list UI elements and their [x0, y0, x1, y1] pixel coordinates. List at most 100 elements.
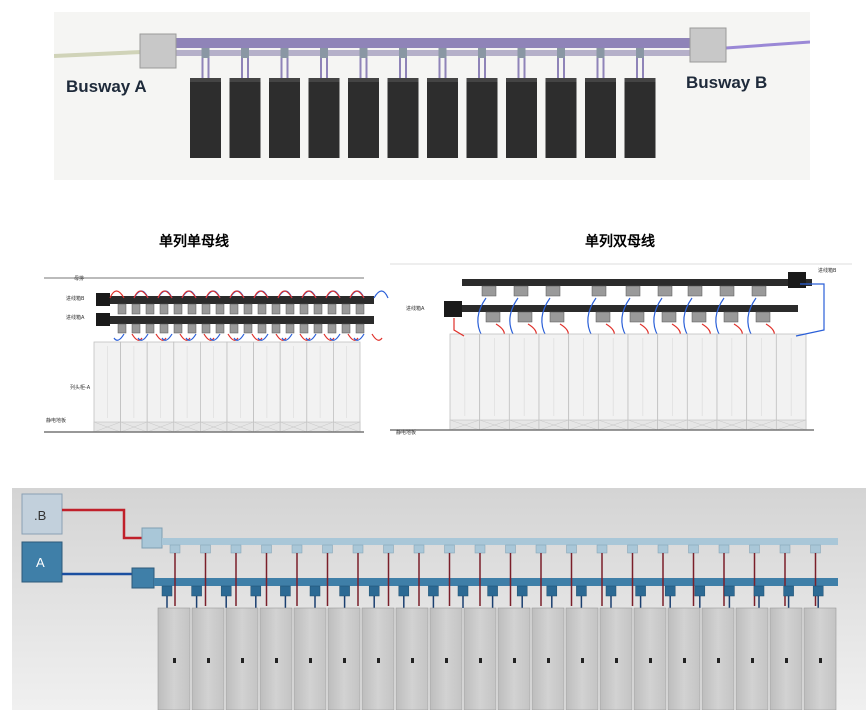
top-rack-cap [190, 78, 221, 82]
rack-floor-cross [93, 421, 121, 433]
top-tap-box [636, 48, 644, 58]
top-tap-box [596, 48, 605, 58]
right-blue-arrow [509, 297, 519, 337]
left-tap-unit [187, 323, 197, 334]
left-tap-unit [145, 323, 155, 334]
right-label-feed-a: 进线箱A [406, 305, 425, 312]
top-rack-cap [308, 78, 340, 82]
right-blue-arrow [587, 297, 597, 337]
bottom-tap-units [161, 544, 824, 608]
left-tap-unit [271, 303, 281, 315]
top-rack [506, 78, 537, 158]
top-rack [466, 78, 498, 158]
rack-indicator [445, 658, 448, 663]
busway-b-feed-box [689, 27, 727, 63]
right-blue-arrow [621, 297, 631, 337]
right-tap-unit-b [513, 285, 529, 297]
left-red-arrow [325, 290, 341, 299]
left-tap-unit [159, 323, 169, 334]
busway-b-label: Busway B [686, 73, 767, 92]
left-red-arrow [157, 290, 173, 299]
right-blue-arrow [747, 297, 757, 337]
bus-a-tap [664, 585, 676, 597]
busway-a-feed-box [139, 33, 177, 69]
busway-a-label: Busway A [66, 77, 147, 96]
left-red-arrow [227, 333, 239, 341]
rack-floor-cross [120, 421, 148, 433]
bus-b-tap [413, 544, 425, 554]
busbar-b [162, 538, 838, 545]
rack-indicator [513, 658, 516, 663]
left-tap-unit [341, 303, 351, 315]
busway-a-feed-cable [53, 50, 143, 58]
bus-a-tap [724, 585, 735, 597]
left-tap-unit [243, 303, 253, 315]
left-tap-unit [173, 303, 183, 315]
rack-indicator [649, 658, 652, 663]
right-tap-unit-b [751, 285, 767, 297]
top-rack [229, 78, 261, 158]
left-feed-box-a [96, 313, 110, 326]
bottom-rack [361, 607, 395, 711]
left-red-arrow [371, 333, 383, 341]
left-tap-unit [229, 323, 239, 334]
bus-b-tap [505, 544, 516, 554]
busway-b-feed-cable [725, 40, 811, 50]
left-red-arrow [299, 333, 311, 341]
left-red-arrow [155, 333, 167, 341]
left-busbar-a [96, 316, 374, 324]
rack-indicator [241, 658, 244, 663]
right-tap-unit-b [687, 285, 703, 297]
left-tap-unit [285, 303, 295, 315]
left-red-arrow [251, 333, 263, 341]
bus-a-tap [398, 585, 410, 597]
bus-a-tap [339, 585, 350, 597]
single-row-dual-busbar-diagram: 单列双母线 进线箱B 进线箱A 静电地板 [390, 233, 852, 436]
rack-indicator [683, 658, 686, 663]
right-diagram-title: 单列双母线 [585, 233, 655, 250]
bus-a-tap [250, 585, 262, 597]
bus-a-tap [161, 585, 173, 597]
bus-a-tap [576, 585, 587, 597]
right-tap-unit-a [755, 311, 771, 323]
rack-indicator [581, 658, 584, 663]
right-blue-arrow [683, 297, 693, 337]
bus-a-tap [368, 585, 380, 597]
rack-indicator [173, 658, 176, 663]
rack-floor-cross [657, 419, 688, 431]
left-tap-unit [327, 303, 337, 315]
left-tap-unit [355, 303, 365, 315]
bus-b-tap [352, 544, 364, 554]
right-tap-unit-a [629, 311, 645, 323]
bus-b-tap [383, 544, 394, 554]
source-b-box [21, 493, 63, 535]
rack-indicator [717, 658, 720, 663]
bus-b-tap [596, 544, 608, 554]
right-tap-unit-b [625, 285, 641, 297]
left-blue-arrow [281, 333, 293, 341]
left-red-arrow [323, 333, 335, 341]
left-tap-unit [201, 303, 211, 315]
top-rack [624, 78, 656, 158]
bus-b-tap [749, 544, 760, 554]
busbar-a [154, 578, 838, 586]
top-tap-box [359, 48, 368, 58]
top-busway-svg: Busway A Busway B [53, 12, 811, 180]
bus-b-tap [169, 544, 181, 554]
rack-indicator [343, 658, 346, 663]
bus-a-tap [516, 585, 528, 597]
left-label-head-cabinet: 列头柜-A [70, 384, 91, 391]
right-blue-arrow [715, 297, 725, 337]
left-red-arrow [181, 290, 197, 299]
left-tap-unit [341, 323, 351, 334]
rack-floor-cross [449, 419, 480, 431]
bus-b-tap [718, 544, 730, 554]
left-blue-arrow [329, 333, 341, 341]
bus-b-tap [291, 544, 303, 554]
left-feed-box-b [96, 293, 110, 306]
bus-b-tap [627, 544, 638, 554]
bus-a-tap [783, 585, 794, 597]
left-red-arrow [349, 290, 365, 299]
source-a-box [21, 541, 63, 583]
rack-floor-cross [568, 419, 599, 431]
